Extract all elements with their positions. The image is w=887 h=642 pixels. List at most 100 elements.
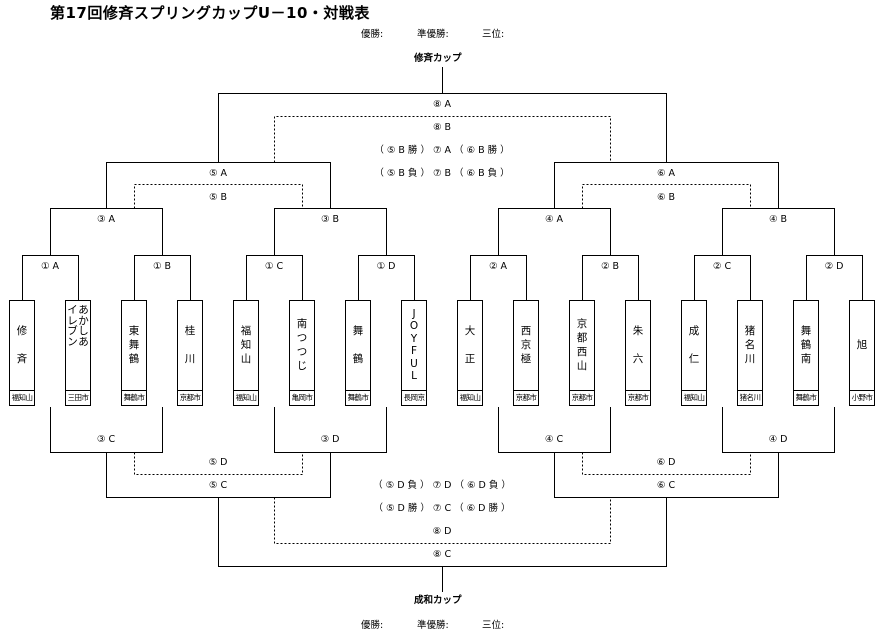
top-cup-title: 修斉カップ (414, 53, 462, 64)
team-city: 長岡京 (402, 390, 426, 405)
round2-bottom-match-label: ③ D (320, 434, 340, 445)
round2-match-label: ④ A (544, 214, 564, 225)
placement-match-label: （ ⑤ B 勝 ） ⑦ A （ ⑥ B 勝 ） (374, 145, 510, 156)
team-box: 西京極京都市 (513, 300, 539, 406)
round3-bottom-match-label: ⑤ D (208, 457, 228, 468)
team-city: 亀岡市 (290, 390, 314, 405)
team-box: 朱 六京都市 (625, 300, 651, 406)
runner-up-label-bottom: 準優勝: (417, 620, 449, 631)
team-name: 東舞鶴 (128, 325, 140, 365)
winner-label-bottom: 優勝: (361, 620, 384, 631)
team-city: 三田市 (66, 390, 90, 405)
team-box: 大 正福知山 (457, 300, 483, 406)
round2-match-label: ③ A (96, 214, 116, 225)
final-dotted-bottom (274, 497, 611, 544)
round3-bottom-match-label: ⑤ C (208, 480, 228, 491)
team-city: 京都市 (626, 390, 650, 405)
round2-match-label: ③ B (320, 214, 340, 225)
team-name: 舞鶴南 (800, 325, 812, 365)
team-city: 福知山 (682, 390, 706, 405)
team-name: 大 正 (464, 325, 476, 365)
r3b-dotted-left (134, 452, 303, 475)
final-match-label: ⑧ A (432, 99, 452, 110)
team-name: 舞 鶴 (352, 325, 364, 365)
team-city: 福知山 (234, 390, 258, 405)
team-box: 舞鶴南舞鶴市 (793, 300, 819, 406)
team-name: 西京極 (520, 325, 532, 365)
team-city: 舞鶴市 (346, 390, 370, 405)
team-box: 福知山福知山 (233, 300, 259, 406)
round3-match-label: ⑥ A (656, 168, 676, 179)
final-bottom-match-label: ⑧ D (432, 526, 452, 537)
round1-match-label: ① C (264, 261, 284, 272)
third-place-label: 三位: (482, 29, 505, 40)
team-name: 成 仁 (688, 325, 700, 365)
round1-match-label: ② A (488, 261, 508, 272)
r3-dotted-right (582, 184, 751, 209)
round1-match-label: ② D (824, 261, 844, 272)
round2-bottom-match-label: ④ D (768, 434, 788, 445)
team-box: 猪名川猪名川 (737, 300, 763, 406)
team-city: 舞鶴市 (122, 390, 146, 405)
team-box: 旭小野市 (849, 300, 875, 406)
team-box: 京都西山京都市 (569, 300, 595, 406)
team-city: 福知山 (458, 390, 482, 405)
winner-label: 優勝: (361, 29, 384, 40)
round3-bottom-match-label: ⑥ C (656, 480, 676, 491)
team-box: 舞 鶴舞鶴市 (345, 300, 371, 406)
round1-match-label: ① B (152, 261, 172, 272)
team-name: 朱 六 (632, 325, 644, 365)
round3-match-label: ⑤ B (208, 192, 228, 203)
team-name: あかしあイレブン (67, 304, 89, 348)
r3-dotted-left (134, 184, 303, 209)
team-name: 旭 (856, 339, 868, 351)
round2-bottom-match-label: ④ C (544, 434, 564, 445)
team-box: 桂 川京都市 (177, 300, 203, 406)
final-bottom-match-label: ⑧ C (432, 549, 452, 560)
team-box: 修 斉福知山 (9, 300, 35, 406)
r2b-line-d (722, 407, 835, 453)
team-city: 京都市 (178, 390, 202, 405)
team-box: 南つつじ亀岡市 (289, 300, 315, 406)
round1-match-label: ① A (40, 261, 60, 272)
round2-match-label: ④ B (768, 214, 788, 225)
team-city: 京都市 (570, 390, 594, 405)
team-name: 京都西山 (576, 318, 588, 372)
team-name: 修 斉 (16, 325, 28, 365)
third-place-label-bottom: 三位: (482, 620, 505, 631)
team-name: 福知山 (240, 325, 252, 365)
round3-match-label: ⑥ B (656, 192, 676, 203)
runner-up-label: 準優勝: (417, 29, 449, 40)
r3b-dotted-right (582, 452, 751, 475)
r2b-line-b (274, 407, 387, 453)
placement-match-label: （ ⑤ B 負 ） ⑦ B （ ⑥ B 負 ） (374, 168, 510, 179)
team-city: 小野市 (850, 390, 874, 405)
round1-match-label: ① D (376, 261, 396, 272)
team-box: 成 仁福知山 (681, 300, 707, 406)
team-city: 福知山 (10, 390, 34, 405)
round2-bottom-match-label: ③ C (96, 434, 116, 445)
r2b-line-a (50, 407, 163, 453)
team-city: 京都市 (514, 390, 538, 405)
team-city: 舞鶴市 (794, 390, 818, 405)
team-box: あかしあイレブン三田市 (65, 300, 91, 406)
round3-bottom-match-label: ⑥ D (656, 457, 676, 468)
team-name: 猪名川 (744, 325, 756, 365)
round3-match-label: ⑤ A (208, 168, 228, 179)
round1-match-label: ② B (600, 261, 620, 272)
team-name: 桂 川 (184, 325, 196, 365)
r2b-line-c (498, 407, 611, 453)
placement-match-label: （ ⑤ D 負 ） ⑦ D （ ⑥ D 負 ） (373, 480, 511, 491)
page-title: 第17回修斉スプリングカップU－10・対戦表 (50, 4, 370, 22)
bottom-cup-title: 成和カップ (414, 595, 462, 606)
team-box: 東舞鶴舞鶴市 (121, 300, 147, 406)
placement-match-label: （ ⑤ D 勝 ） ⑦ C （ ⑥ D 勝 ） (373, 503, 511, 514)
final-dotted-top (274, 116, 611, 163)
team-name: 南つつじ (296, 318, 308, 372)
round1-match-label: ② C (712, 261, 732, 272)
final-match-label: ⑧ B (432, 122, 452, 133)
team-city: 猪名川 (738, 390, 762, 405)
